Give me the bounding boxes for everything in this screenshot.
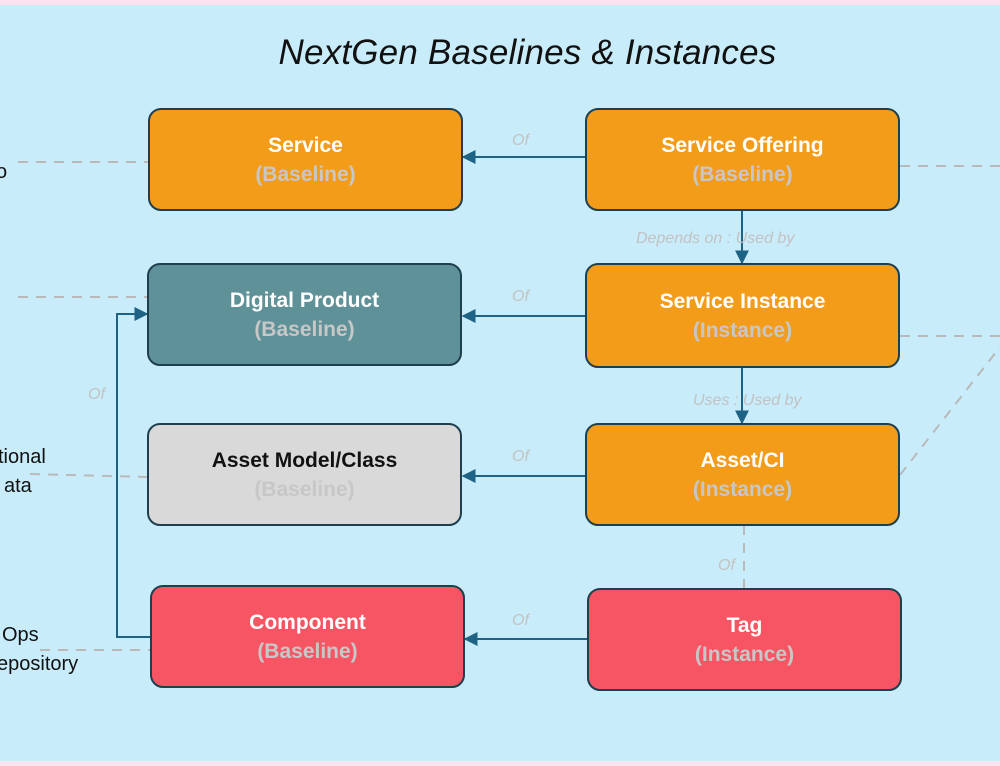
node-service-offering-name: Service Offering [661, 133, 824, 157]
side-label-row3-line2: ata [4, 475, 32, 497]
node-asset-ci-type: (Instance) [692, 477, 793, 501]
edge-label-instance-asset: Uses : Used by [693, 392, 802, 409]
node-component-name: Component [249, 610, 366, 634]
edge-label-component-product: Of [88, 386, 105, 403]
edge-label-tag-component: Of [512, 612, 529, 629]
node-asset-model-class: Asset Model/Class (Baseline) [147, 423, 462, 526]
dashed-link-right-asset [899, 346, 1000, 476]
node-service-offering: Service Offering (Baseline) [585, 108, 900, 211]
node-asset-ci-name: Asset/CI [700, 448, 785, 472]
node-service-name: Service [268, 133, 343, 157]
side-label-row3-line1: tional [0, 446, 46, 468]
node-component: Component (Baseline) [150, 585, 465, 688]
node-service-offering-type: (Baseline) [692, 162, 793, 186]
node-digital-product-name: Digital Product [229, 288, 380, 312]
node-tag: Tag (Instance) [587, 588, 902, 691]
node-service-instance: Service Instance (Instance) [585, 263, 900, 368]
node-digital-product: Digital Product (Baseline) [147, 263, 462, 366]
side-label-row1: o [0, 161, 8, 183]
node-asset-model-class-type: (Baseline) [254, 477, 355, 501]
diagram-title: NextGen Baselines & Instances [278, 33, 777, 72]
node-tag-type: (Instance) [694, 642, 795, 666]
node-service-type: (Baseline) [255, 162, 356, 186]
dashed-link-left-asset-model [29, 473, 149, 478]
connector-layer [18, 150, 1000, 651]
edge-label-instance-product: Of [512, 288, 529, 305]
edge-label-offering-service: Of [512, 132, 529, 149]
side-label-row4-line1: Ops [2, 624, 39, 646]
side-label-row4-line2: epository [0, 653, 79, 675]
node-service-instance-type: (Instance) [692, 318, 793, 342]
edge-label-offering-instance: Depends on : Used by [636, 230, 795, 247]
node-service-instance-name: Service Instance [659, 289, 826, 313]
node-digital-product-type: (Baseline) [254, 317, 355, 341]
node-asset-model-class-name: Asset Model/Class [211, 448, 398, 472]
node-component-type: (Baseline) [257, 639, 358, 663]
diagram-canvas: NextGen Baselines & Instances Service (B… [0, 5, 1000, 761]
node-asset-ci: Asset/CI (Instance) [585, 423, 900, 526]
arrow-component-to-product [116, 307, 150, 638]
edge-label-tag-asset: Of [718, 557, 735, 574]
node-tag-name: Tag [726, 613, 763, 637]
node-service: Service (Baseline) [148, 108, 463, 211]
edge-label-asset-model: Of [512, 448, 529, 465]
